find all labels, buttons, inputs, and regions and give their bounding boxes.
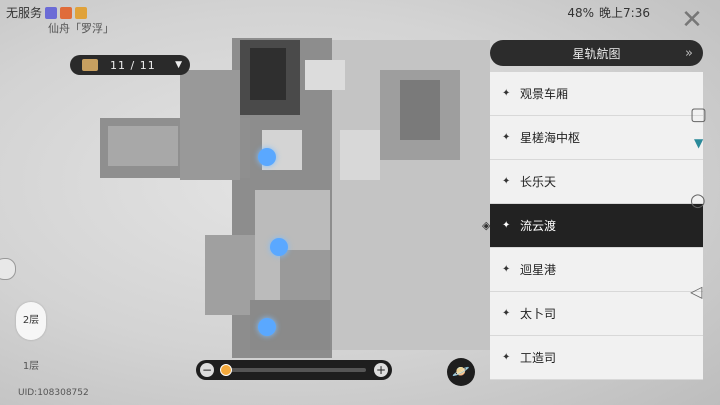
floor-1-button[interactable]: 1层 <box>22 361 40 372</box>
back-triangle-icon[interactable]: ◁ <box>690 282 703 301</box>
battery-text: 48% <box>567 5 595 20</box>
location-item[interactable]: ✦ 长乐天 <box>490 160 703 204</box>
chest-counter[interactable]: 11 / 11 ▼ <box>70 55 190 75</box>
time-text: 晚上7:36 <box>599 6 650 20</box>
zoom-slider[interactable]: − + <box>196 360 392 380</box>
location-label: 观景车厢 <box>520 87 569 101</box>
location-label: 太卜司 <box>520 307 557 321</box>
location-label: 长乐天 <box>520 175 557 189</box>
region-name: 仙舟「罗浮」 <box>48 22 114 35</box>
floor-selector: 2层 1层 <box>16 302 46 394</box>
space-anchor-icon[interactable] <box>270 238 288 256</box>
zoom-track[interactable] <box>220 364 366 376</box>
floor-2-button[interactable]: 2层 <box>16 302 46 340</box>
zoom-in-button[interactable]: + <box>374 363 388 377</box>
location-label: 工造司 <box>520 351 557 365</box>
location-item[interactable]: ✦ 太卜司 <box>490 292 703 336</box>
location-list: ✦ 观景车厢 ✦ 星槎海中枢 ✦ 长乐天 ◈ ✦ 流云渡 ✦ 迴星港 ✦ 太卜司 ✦ 工造司 <box>482 72 703 380</box>
star-icon: ✦ <box>502 132 511 143</box>
location-label: 迴星港 <box>520 263 557 277</box>
side-handle[interactable] <box>0 258 16 280</box>
star-rail-map-button[interactable]: 星轨航图 » <box>490 40 703 66</box>
close-icon[interactable]: ✕ <box>681 5 703 35</box>
space-anchor-icon[interactable] <box>258 148 276 166</box>
selection-pointer-icon: ◈ <box>482 219 491 232</box>
location-label: 星槎海中枢 <box>520 131 581 145</box>
location-label: 流云渡 <box>520 219 557 233</box>
star-icon: ✦ <box>502 88 511 99</box>
location-item[interactable]: ✦ 工造司 <box>490 336 703 380</box>
planet-icon[interactable]: 🪐 <box>447 358 475 386</box>
zoom-handle[interactable] <box>220 364 232 376</box>
location-item[interactable]: ✦ 星槎海中枢 <box>490 116 703 160</box>
location-panel: 星轨航图 » ✦ 观景车厢 ✦ 星槎海中枢 ✦ 长乐天 ◈ ✦ 流云渡 ✦ 迴星港 ✦ 太卜司 ✦ 工造司 <box>482 40 703 405</box>
location-item[interactable]: ◈ ✦ 流云渡 <box>482 204 703 248</box>
chest-count: 11 / 11 <box>110 58 156 72</box>
star-icon: ✦ <box>502 352 511 363</box>
chevron-down-icon: ▼ <box>175 60 182 70</box>
triangle-down-icon: ▼ <box>694 136 704 150</box>
android-nav-bar: ▢ ▼ ○ ◁ <box>684 60 720 405</box>
carrier-text: 无服务 <box>6 6 43 20</box>
double-chevron-right-icon: » <box>685 45 693 61</box>
circle-icon[interactable]: ○ <box>690 190 706 211</box>
space-anchor-icon[interactable] <box>258 318 276 336</box>
app-icon <box>45 6 58 19</box>
location-item[interactable]: ✦ 迴星港 <box>490 248 703 292</box>
square-icon[interactable]: ▢ <box>690 104 708 125</box>
status-bar: 无服务 48% 晚上7:36 <box>6 4 650 22</box>
star-icon: ✦ <box>502 308 511 319</box>
chest-icon <box>82 59 98 71</box>
zoom-out-button[interactable]: − <box>200 363 214 377</box>
uid-label: UID:108308752 <box>18 388 89 398</box>
app-icon <box>60 6 73 19</box>
star-icon: ✦ <box>502 264 511 275</box>
panel-title: 星轨航图 <box>572 46 621 61</box>
location-item[interactable]: ✦ 观景车厢 <box>490 72 703 116</box>
star-icon: ✦ <box>502 176 511 187</box>
app-icon <box>75 6 88 19</box>
star-icon: ✦ <box>502 220 511 231</box>
